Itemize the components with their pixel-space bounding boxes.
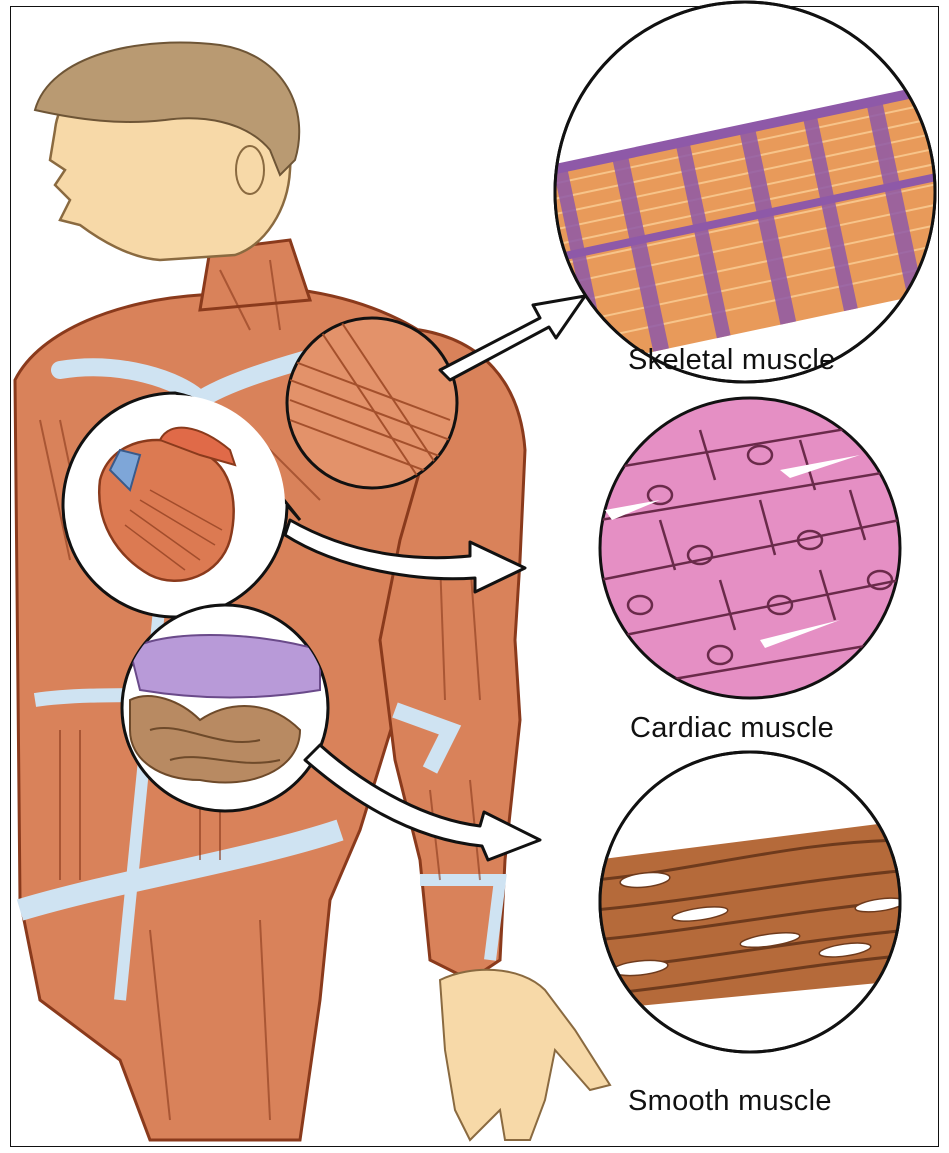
skeletal-arrow (440, 296, 585, 380)
smooth-muscle-panel (595, 752, 910, 1052)
gut-inset (122, 605, 328, 811)
stomach (130, 635, 320, 698)
shoulder-inset (287, 318, 457, 488)
smooth-muscle-label: Smooth muscle (628, 1085, 832, 1118)
skeletal-muscle-panel (523, 2, 949, 382)
cardiac-muscle-label: Cardiac muscle (630, 712, 834, 745)
hand (440, 970, 610, 1140)
cardiac-muscle-panel (600, 398, 900, 698)
skeletal-muscle-label: Skeletal muscle (628, 344, 836, 377)
